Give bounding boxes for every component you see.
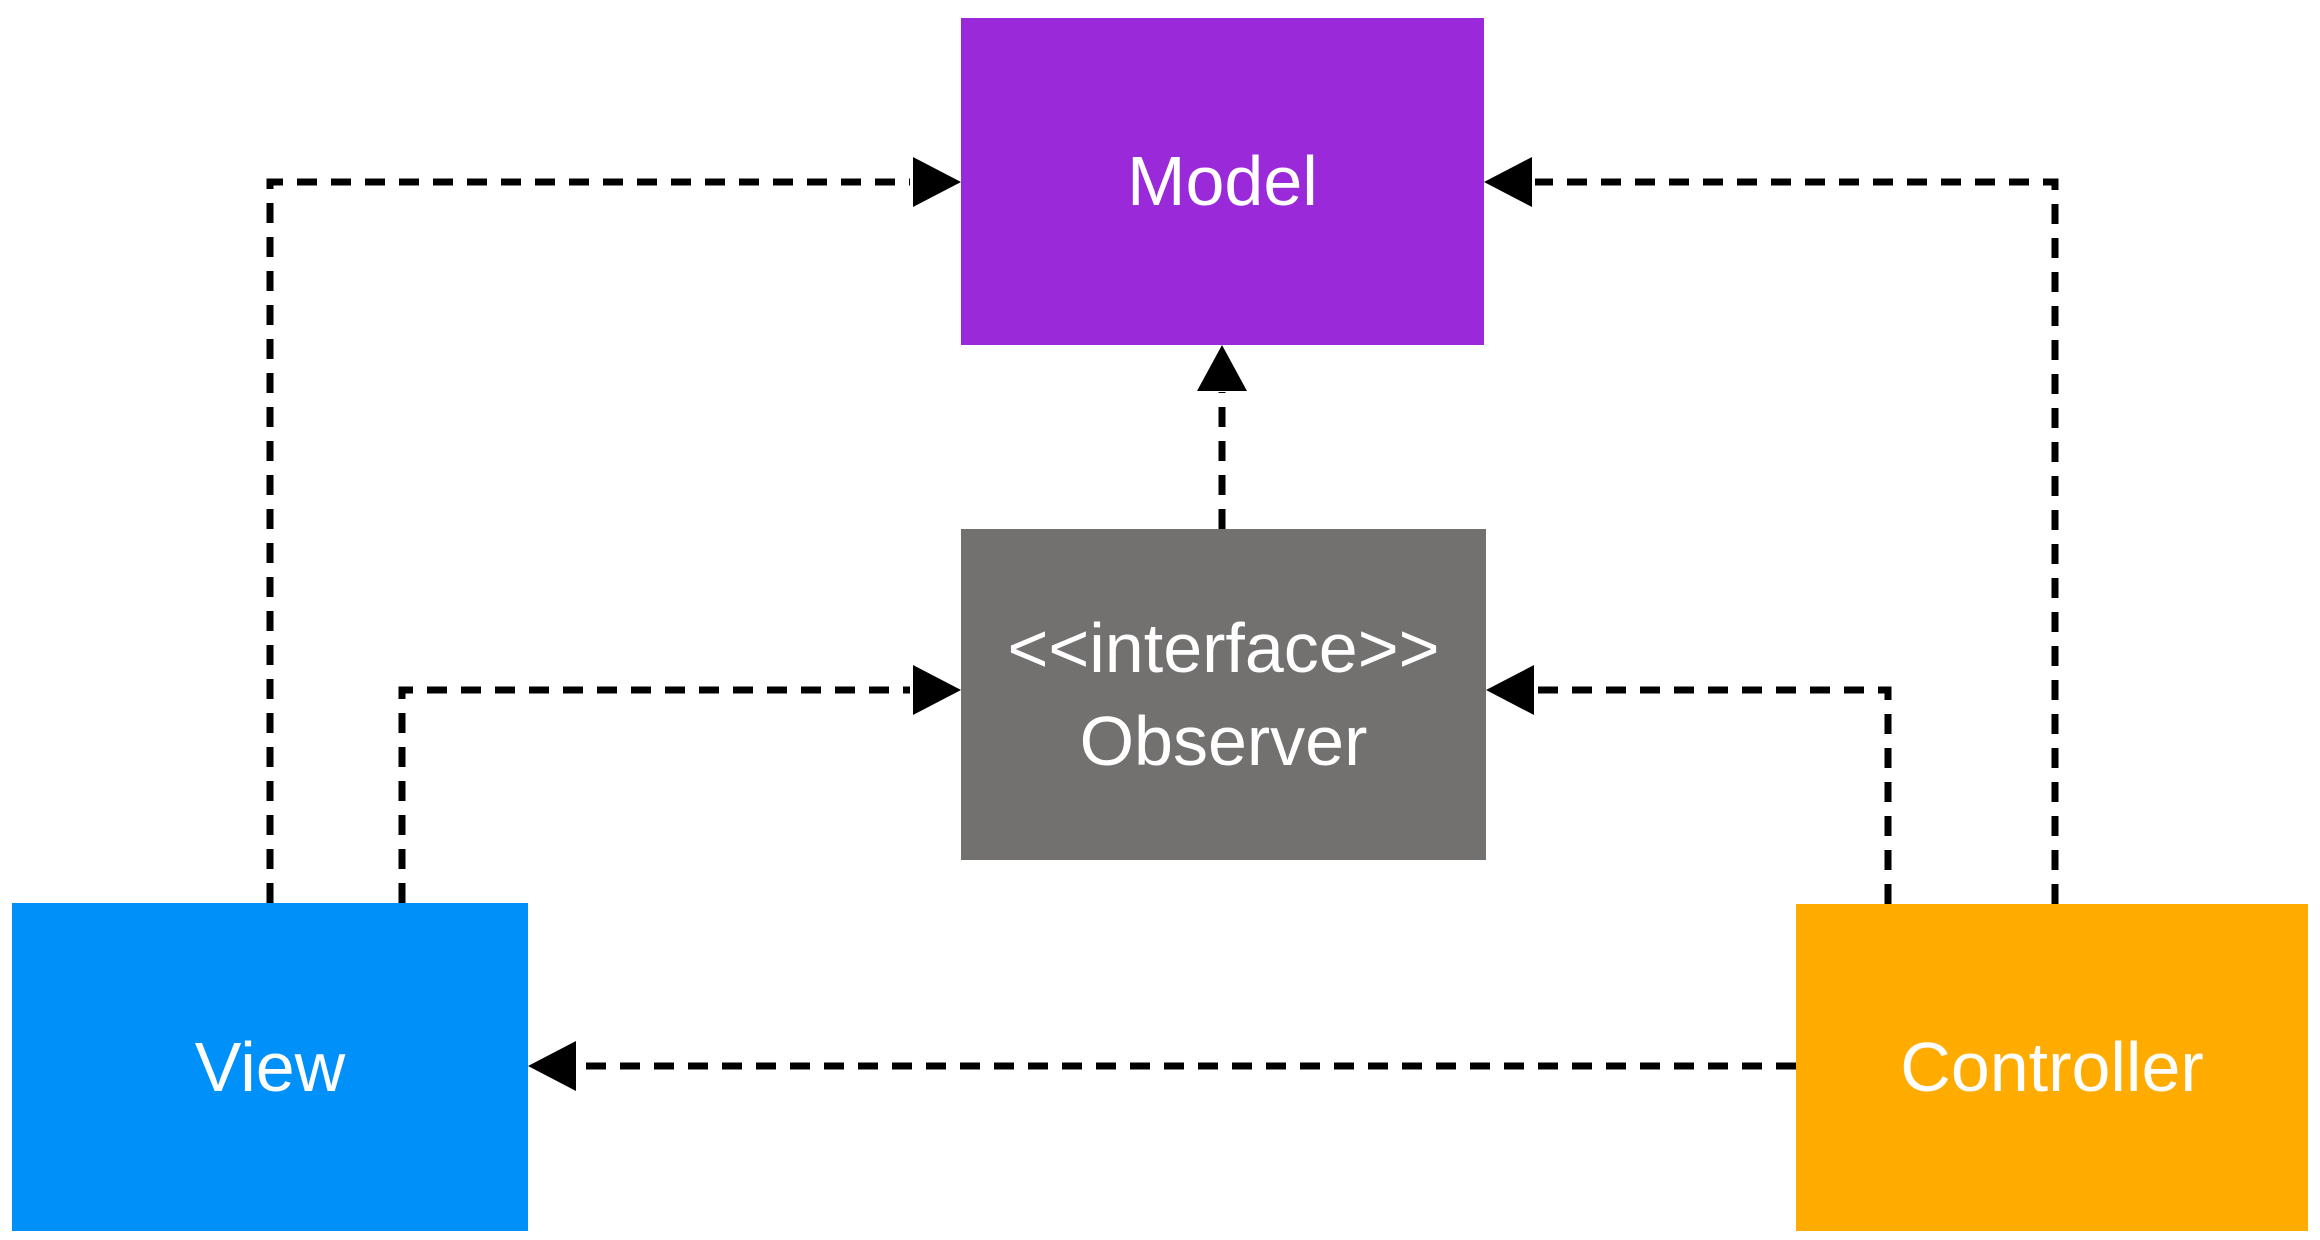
edge-controller-to-observer-line <box>1537 686 1892 904</box>
edge-observer-to-model-arrowhead-icon <box>1197 345 1247 391</box>
node-model: Model <box>961 18 1484 345</box>
node-controller: Controller <box>1796 904 2308 1231</box>
edge-view-to-model-line <box>266 178 910 903</box>
edge-view-to-observer-line <box>398 686 910 903</box>
node-view: View <box>12 903 528 1231</box>
view-label: View <box>194 1027 346 1106</box>
model-label: Model <box>1127 142 1318 221</box>
controller-label: Controller <box>1900 1028 2204 1107</box>
edge-controller-to-observer-arrowhead-icon <box>1486 665 1534 715</box>
edge-view-to-model-arrowhead-icon <box>913 157 961 207</box>
observer-name-label: Observer <box>1079 701 1368 780</box>
edge-controller-to-view-arrowhead-icon <box>528 1041 576 1091</box>
node-observer-interface: <<interface>> Observer <box>961 529 1486 860</box>
edge-controller-to-model-arrowhead-icon <box>1484 157 1532 207</box>
observer-stereotype-label: <<interface>> <box>1007 609 1440 688</box>
edge-view-to-observer-arrowhead-icon <box>913 665 961 715</box>
edge-controller-to-model-line <box>1535 178 2059 904</box>
